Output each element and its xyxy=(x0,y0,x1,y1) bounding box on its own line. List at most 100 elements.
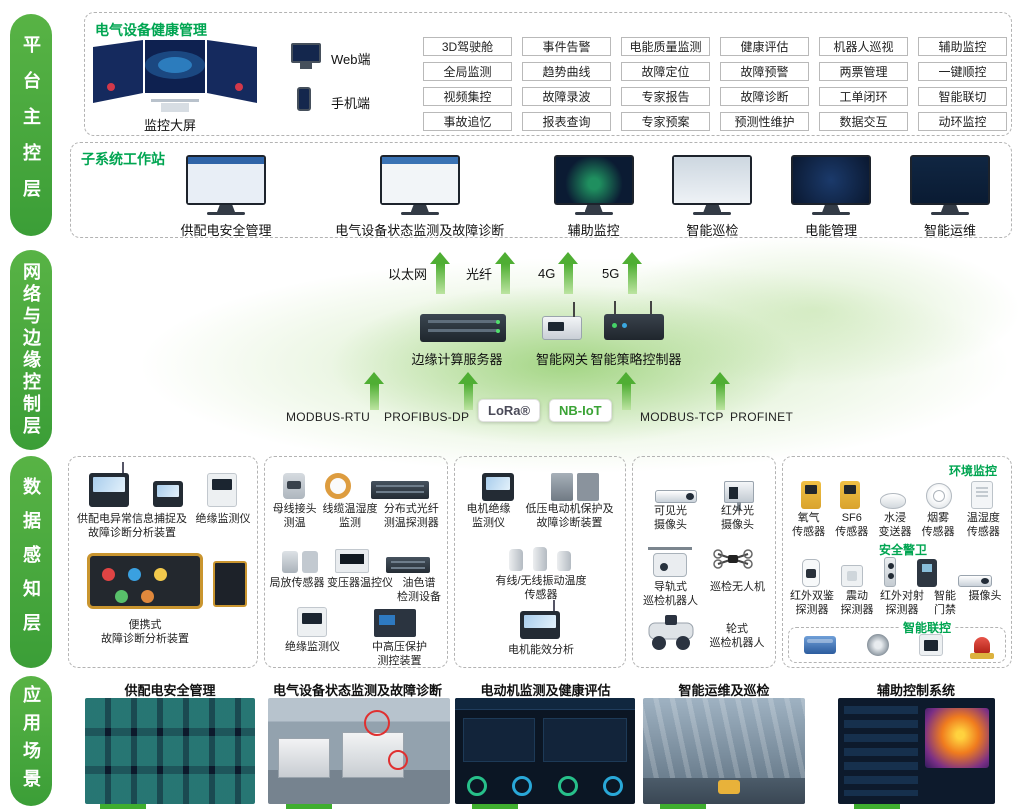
device-row xyxy=(641,471,767,503)
smoke-detector-image xyxy=(925,483,952,509)
power-meter-image xyxy=(153,481,183,507)
label-row: 红外双鉴 探测器 震动 探测器 红外对射 探测器 智能 门禁 摄像头 xyxy=(787,590,1007,618)
device-row xyxy=(273,607,439,637)
feature-item: 一键顺控 xyxy=(918,62,1007,81)
up-arrow-icon xyxy=(495,252,516,294)
oxygen-sensor-image xyxy=(800,481,821,509)
vibration-detector-image xyxy=(840,565,863,587)
device-label: 水浸 变送器 xyxy=(878,512,912,538)
feature-item: 工单闭环 xyxy=(819,87,908,106)
app-scenario-label: 电气设备状态监测及故障诊断 xyxy=(272,683,442,698)
uplink-4g: 4G xyxy=(538,252,579,294)
up-arrow-icon xyxy=(430,252,451,294)
protocol-label-modbus-rtu: MODBUS-RTU xyxy=(286,410,371,424)
device-label: 便携式 故障诊断分析装置 xyxy=(101,619,189,645)
device-row xyxy=(273,467,439,499)
layer-bar-platform: 平台主控层 xyxy=(10,14,52,236)
oil-chromatography-device-image xyxy=(386,557,431,573)
layer-bar-network-edge: 网络与边缘控制层 xyxy=(10,250,52,450)
monitor-base xyxy=(574,212,613,215)
workstation-monitor-image xyxy=(379,155,460,205)
layer-bar-application: 应用场景 xyxy=(10,676,52,806)
feature-item: 报表查询 xyxy=(522,112,611,131)
fan-pump-image xyxy=(866,634,889,656)
busbar-temp-sensor-image xyxy=(283,473,305,499)
monitor-stand xyxy=(940,205,959,212)
workstation-item: 智能运维 xyxy=(905,155,995,239)
workstation-monitor-image xyxy=(672,155,753,205)
feature-item: 趋势曲线 xyxy=(522,62,611,81)
app-scenario-label: 辅助控制系统 xyxy=(876,683,955,698)
workstation-label: 智能巡检 xyxy=(686,223,739,238)
monitor-stand xyxy=(584,205,603,212)
feature-item: 动环监控 xyxy=(918,112,1007,131)
monitor-base xyxy=(930,212,969,215)
feature-item: 电能质量监测 xyxy=(621,37,710,56)
layer-label: 应用场景 xyxy=(21,685,41,797)
uplink-label: 5G xyxy=(602,265,620,281)
pir-dual-detector-image xyxy=(801,559,820,587)
workstation-item: 辅助监控 xyxy=(549,155,639,239)
screenshot-accent-bar xyxy=(660,804,706,809)
web-terminal-label: Web端 xyxy=(331,52,371,67)
device-label: 线缆温湿度 监测 xyxy=(322,503,378,529)
monitor-base xyxy=(693,212,732,215)
uplink-5g: 5G xyxy=(602,252,643,294)
security-camera-image xyxy=(958,575,993,587)
mobile-phone-icon xyxy=(297,87,311,111)
device-label: 变压器温控仪 xyxy=(327,577,393,589)
visible-light-camera-image xyxy=(654,490,697,503)
workstation-item: 电能管理 xyxy=(786,155,876,239)
device-label: 巡检无人机 xyxy=(710,581,765,593)
layer-label: 数据感知层 xyxy=(21,477,41,647)
transformer-temp-controller-image xyxy=(334,549,369,573)
device-label: 电机绝缘 监测仪 xyxy=(466,503,511,529)
monitor-base xyxy=(207,212,245,215)
device-label: 绝缘监测仪 xyxy=(195,513,251,525)
label-row: 电机绝缘 监测仪 低压电动机保护及 故障诊断装置 xyxy=(459,503,621,531)
diagnostic-tablet-image xyxy=(213,561,247,607)
infrared-beam-detector-image xyxy=(883,557,896,587)
lv-motor-protection-image xyxy=(550,473,573,501)
device-row xyxy=(641,547,767,577)
device-row xyxy=(463,600,617,639)
device-label: 导轨式 巡检机器人 xyxy=(643,581,698,607)
device-row xyxy=(791,479,1003,509)
protocol-label-modbus-tcp: MODBUS-TCP xyxy=(640,410,724,424)
feature-item: 事件告警 xyxy=(522,37,611,56)
workstation-item: 供配电安全管理 xyxy=(161,155,291,239)
insulation-monitor-image xyxy=(296,607,327,637)
alarm-beacon-image xyxy=(969,637,994,659)
vibration-temp-sensor-image xyxy=(557,551,571,571)
device-label: 红外对射 探测器 xyxy=(880,590,924,616)
device-label: 轮式 巡检机器人 xyxy=(709,623,765,649)
device-label: 氧气 传感器 xyxy=(792,512,826,538)
smart-gateway-label: 智能网关 xyxy=(535,352,588,367)
inspection-drone-image xyxy=(710,546,756,577)
security-guard-title: 安全警卫 xyxy=(879,543,928,557)
workstation-label: 电能管理 xyxy=(805,223,858,238)
web-monitor-icon xyxy=(291,43,321,63)
screenshot-accent-bar xyxy=(100,804,146,809)
protocol-label-profibus-dp: PROFIBUS-DP xyxy=(384,410,470,424)
uplink-label: 以太网 xyxy=(388,266,428,282)
feature-item: 健康评估 xyxy=(720,37,809,56)
uplink-label: 4G xyxy=(538,265,556,281)
feature-item: 故障定位 xyxy=(621,62,710,81)
workstation-monitor-image xyxy=(791,155,872,205)
environment-monitoring-title: 环境监控 xyxy=(948,464,997,478)
workstation-label: 辅助监控 xyxy=(567,223,620,238)
motor-efficiency-analyzer-image xyxy=(520,600,560,639)
screenshot-accent-bar xyxy=(472,804,518,809)
up-arrow-icon xyxy=(458,372,478,410)
vibration-temp-sensor-image xyxy=(509,549,523,571)
access-control-image xyxy=(917,559,938,587)
smart-gateway-image xyxy=(542,302,582,340)
perception-group-inspection: 可见光 摄像头 红外光 摄像头 导轨式 巡检机器人 巡检无人机 xyxy=(632,456,776,668)
nbiot-badge: NB-IoT xyxy=(549,399,612,422)
monitor-stand xyxy=(410,205,429,212)
device-label: 智能 门禁 xyxy=(934,590,956,616)
insulation-monitor-image xyxy=(207,473,237,507)
workstation-row: 供配电安全管理 电气设备状态监测及故障诊断 辅助监控 智能巡检 电能管理 xyxy=(161,155,995,239)
